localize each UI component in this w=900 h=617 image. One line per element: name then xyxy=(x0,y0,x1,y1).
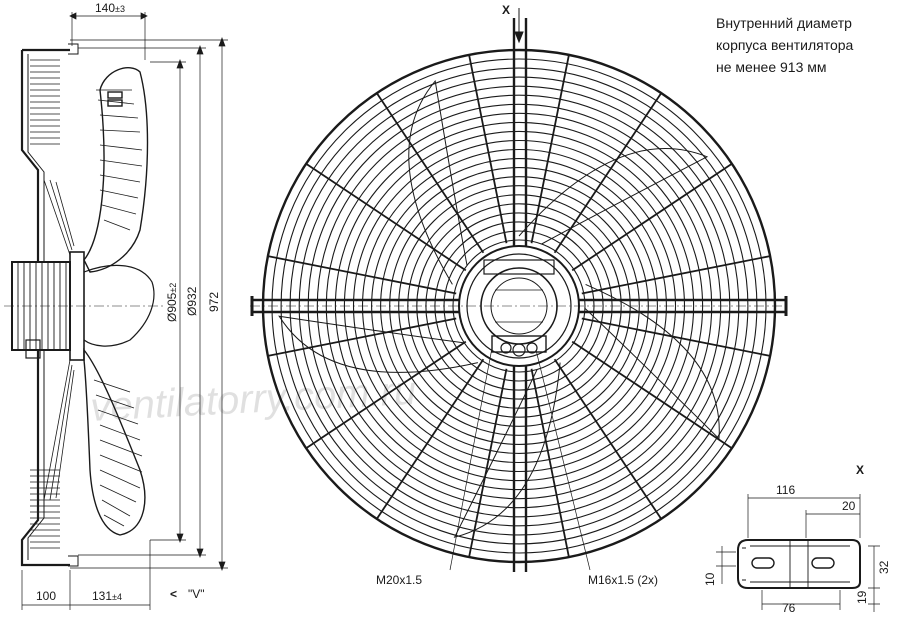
dim-100: 100 xyxy=(36,589,56,603)
blade-tip-marker xyxy=(107,91,123,99)
front-view: X M20x1.5 M16x1.5 (2x) xyxy=(250,3,790,587)
guard-spoke xyxy=(553,92,662,254)
detail-dimension-lines xyxy=(716,494,880,612)
inner-diameter-note: Внутренний диаметр корпуса вентилятора н… xyxy=(716,12,896,78)
blade-upper-inner xyxy=(96,89,143,231)
guard-spoke xyxy=(530,368,570,558)
blade-middle xyxy=(83,264,155,347)
guard-spoke xyxy=(553,358,662,520)
leader-m20 xyxy=(449,347,493,571)
guard-spokes xyxy=(267,54,771,558)
impeller-blades xyxy=(278,79,720,538)
impeller-blade xyxy=(278,315,479,373)
guard-spoke xyxy=(376,92,485,254)
guard-spoke xyxy=(376,358,485,520)
dim-20: 20 xyxy=(842,499,856,513)
dim-d905: Ø905±2 xyxy=(165,283,179,322)
guard-spoke xyxy=(581,255,771,295)
leader-m16 xyxy=(535,349,591,571)
dim-76: 76 xyxy=(782,601,796,615)
x-arrow-head xyxy=(514,31,524,44)
guard-spoke xyxy=(468,368,508,558)
dim-140: 140±3 xyxy=(95,1,125,15)
dim-32: 32 xyxy=(877,560,891,574)
impeller-blade xyxy=(408,79,468,285)
dim-10: 10 xyxy=(703,572,717,586)
detail-inner xyxy=(742,540,850,588)
watermark: ventilatorry.com.ru xyxy=(89,369,417,430)
note-line-2: корпуса вентилятора xyxy=(716,37,854,53)
dim-116: 116 xyxy=(776,483,795,497)
guard-spoke xyxy=(305,163,467,272)
view-label-v: "V" xyxy=(188,587,205,601)
detail-body xyxy=(737,539,861,589)
guard-spoke xyxy=(267,317,457,357)
blade-lower-inner xyxy=(93,379,143,527)
dim-d932: Ø932 xyxy=(185,286,199,316)
guard-spoke xyxy=(571,340,733,449)
x-axis-label: X xyxy=(502,3,510,17)
note-line-3: не менее 913 мм xyxy=(716,59,827,75)
guard-spoke xyxy=(581,317,771,357)
label-m16: M16x1.5 (2x) xyxy=(588,573,658,587)
view-arrow: < xyxy=(170,587,177,601)
guard-spoke xyxy=(305,340,467,449)
guard-spoke xyxy=(530,54,570,244)
impeller-blade xyxy=(518,148,709,245)
guard-wires xyxy=(30,59,75,549)
guard-frame xyxy=(20,48,70,567)
side-view: 140±3 100 131±4 Ø905±2 Ø932 972 < "V" xyxy=(4,1,228,610)
dim-131: 131±4 xyxy=(92,589,122,603)
note-line-1: Внутренний диаметр xyxy=(716,15,852,31)
dim-19: 19 xyxy=(855,590,869,604)
detail-x-title: X xyxy=(856,463,864,477)
impeller-blade xyxy=(453,362,561,538)
dim-972: 972 xyxy=(207,292,221,312)
impeller-blade xyxy=(584,283,720,440)
label-m20: M20x1.5 xyxy=(376,573,422,587)
detail-x: X 116 20 10 76 32 19 xyxy=(703,463,891,615)
guard-spoke xyxy=(267,255,457,295)
guard-spoke xyxy=(468,54,508,244)
side-dimension-lines xyxy=(21,12,228,610)
guard-spoke xyxy=(571,163,733,272)
blade-tip-marker xyxy=(107,99,123,107)
